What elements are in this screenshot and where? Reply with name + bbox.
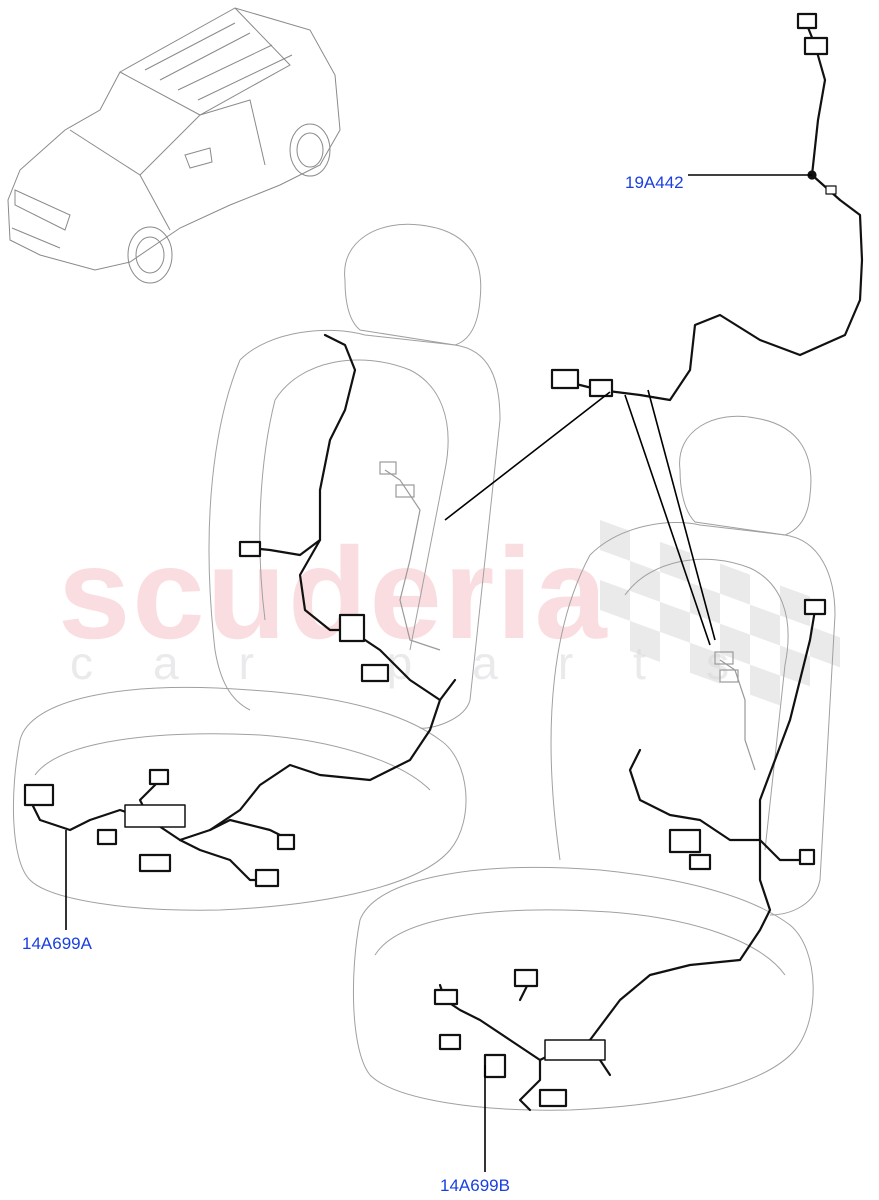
harness-14A699A <box>23 333 457 888</box>
harness-14A699B <box>433 598 827 1112</box>
harness-19A442 <box>550 12 864 402</box>
leader-lines <box>65 174 812 1172</box>
callout-19A442[interactable]: 19A442 <box>625 173 684 192</box>
callout-14A699A[interactable]: 14A699A <box>22 934 92 953</box>
watermark-main: scuderia <box>58 520 609 666</box>
callout-14A699B[interactable]: 14A699B <box>440 1176 510 1195</box>
watermark-sub: car parts <box>70 637 789 689</box>
